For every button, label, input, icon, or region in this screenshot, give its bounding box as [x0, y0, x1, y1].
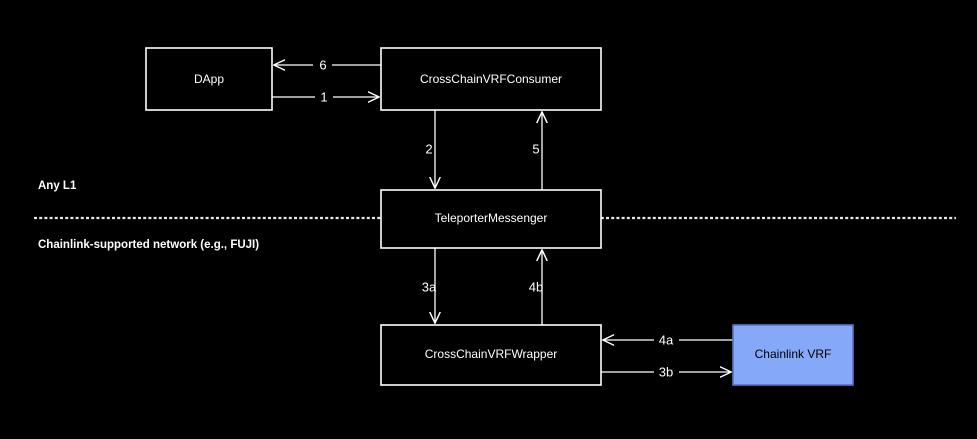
node-chainlink-vrf-box[interactable] [732, 324, 854, 386]
node-teleportermessenger-box[interactable] [380, 189, 602, 249]
edge-4a-label: 4a [659, 332, 674, 347]
edge-3b-label-backdrop [654, 363, 679, 381]
node-crosschainvrfwrapper-label: CrossChainVRFWrapper [425, 347, 558, 361]
node-teleportermessenger-label: TeleporterMessenger [435, 211, 548, 225]
edge-5: 5 [532, 112, 542, 190]
node-dapp[interactable]: DApp [145, 47, 273, 111]
node-crosschainvrfwrapper-box[interactable] [380, 324, 602, 386]
node-dapp-box[interactable] [145, 47, 273, 111]
edge-3b-label: 3b [659, 364, 673, 379]
edge-3b: 3b [601, 363, 731, 381]
edge-1-label: 1 [320, 89, 327, 104]
edge-2-label: 2 [425, 141, 432, 156]
node-crosschainvrfconsumer[interactable]: CrossChainVRFConsumer [380, 47, 602, 111]
edge-4b-label: 4b [529, 279, 543, 294]
edge-2: 2 [425, 110, 435, 188]
edge-1-label-backdrop [315, 88, 333, 106]
node-crosschainvrfconsumer-label: CrossChainVRFConsumer [420, 72, 562, 86]
node-chainlink-vrf[interactable]: Chainlink VRF [732, 324, 854, 386]
zone-label-chainlink-network: Chainlink-supported network (e.g., FUJI) [38, 239, 259, 251]
edge-6-label-backdrop [313, 56, 332, 74]
edge-1: 1 [272, 88, 379, 106]
edge-3a-label: 3a [422, 279, 437, 294]
edge-5-label: 5 [532, 141, 539, 156]
edge-6: 6 [274, 56, 381, 74]
node-teleportermessenger[interactable]: TeleporterMessenger [380, 189, 602, 249]
edge-4a-label-backdrop [654, 331, 679, 349]
zone-label-any-l1: Any L1 [38, 180, 77, 192]
edge-4a: 4a [603, 331, 733, 349]
node-crosschainvrfconsumer-box[interactable] [380, 47, 602, 111]
edge-6-label: 6 [319, 57, 326, 72]
edge-4b: 4b [529, 250, 543, 325]
edge-3a: 3a [422, 248, 437, 323]
node-chainlink-vrf-label: Chainlink VRF [755, 347, 832, 361]
node-crosschainvrfwrapper[interactable]: CrossChainVRFWrapper [380, 324, 602, 386]
node-dapp-label: DApp [194, 72, 224, 86]
